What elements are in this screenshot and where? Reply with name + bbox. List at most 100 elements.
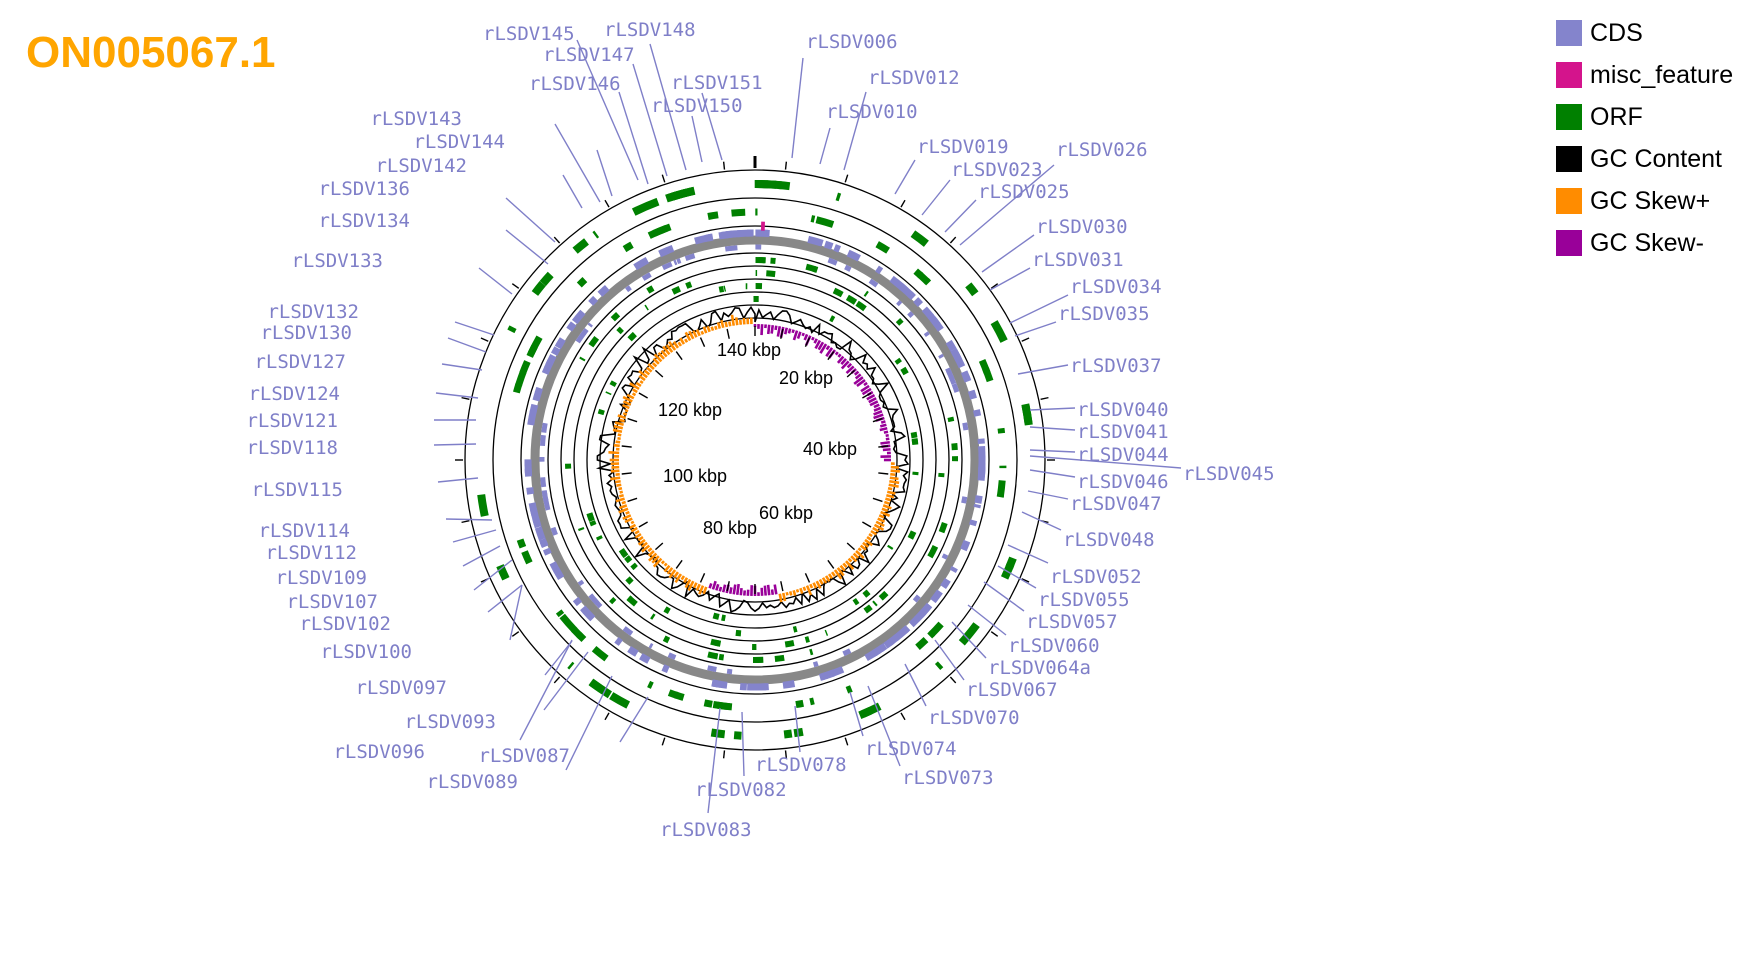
scale-tick [638,521,648,528]
cds-feature [893,626,910,642]
gene-label: rLSDV136 [318,178,410,200]
cds-feature [684,253,696,261]
gc-skew-plus-mark [862,541,870,548]
gc-skew-plus-mark [618,507,629,514]
gene-label: rLSDV064a [988,657,1091,679]
gc-skew-plus-mark [878,514,885,519]
label-leader-line [849,691,864,737]
gc-skew-plus-mark [880,510,891,517]
gc-skew-plus-mark [882,504,892,510]
track-ring [520,225,990,695]
cds-feature [967,389,977,400]
gc-skew-plus-mark [875,520,885,528]
orf-feature [875,241,890,254]
scale-tick [726,328,730,339]
cds-feature [871,649,878,657]
gc-skew-plus-mark [680,575,686,581]
scale-tick [780,581,784,592]
cds-feature [974,495,983,504]
gc-skew-minus-mark [814,339,822,350]
gene-label: rLSDV109 [275,567,367,589]
gene-label: rLSDV118 [246,437,338,459]
gc-skew-plus-mark [836,567,845,577]
gc-skew-plus-mark [629,523,637,530]
orf-feature [616,326,624,335]
gc-skew-plus-mark [622,412,628,416]
legend-label: misc_feature [1590,60,1734,89]
cds-feature [602,284,610,293]
gc-skew-minus-mark [803,333,809,341]
gc-skew-minus-mark [776,326,782,337]
orf-feature [597,408,605,416]
gc-skew-minus-mark [860,384,870,393]
cds-feature [914,298,923,307]
outer-tick [461,396,470,400]
cds-feature [577,579,585,587]
cds-feature [541,422,548,433]
orf-feature [631,197,660,216]
orf-feature [829,315,836,323]
orf-feature [835,192,842,202]
gc-skew-minus-mark [783,327,789,335]
gc-skew-plus-mark [615,479,621,484]
label-leader-line [904,663,927,707]
gc-skew-plus-mark [688,330,695,340]
label-leader-line [649,43,687,171]
cds-feature [960,370,971,382]
gc-skew-minus-mark [846,362,853,369]
gc-skew-plus-mark [706,325,711,333]
scale-tick [878,445,889,448]
gene-label: rLSDV089 [426,771,518,793]
gc-skew-plus-mark [785,591,789,596]
outer-tick [900,199,906,208]
orf-feature [927,621,944,639]
gc-skew-plus-mark [692,582,698,589]
gc-skew-plus-mark [616,483,622,487]
scale-tick [827,351,835,361]
cds-feature [667,652,677,660]
label-leader-line [989,267,1031,291]
orf-feature [496,564,510,581]
cds-feature [580,606,593,619]
orf-feature [784,639,795,648]
gc-skew-plus-mark [634,529,640,535]
gene-label: rLSDV100 [320,641,412,663]
cds-feature [949,566,958,574]
gc-skew-plus-mark [886,493,895,499]
gc-skew-plus-mark [866,535,872,541]
cds-feature [524,462,533,477]
gc-skew-plus-mark [621,403,630,410]
gc-skew-minus-mark [834,351,839,356]
gene-label: rLSDV023 [951,159,1043,181]
orf-feature [872,600,878,607]
label-leader-line [487,584,523,613]
legend-swatch [1556,146,1582,172]
orf-feature [845,294,858,305]
gc-skew-minus-mark [840,358,847,365]
gc-skew-plus-mark [889,476,899,481]
orf-feature [710,638,721,647]
label-leader-line [997,565,1037,589]
outer-tick [1021,578,1030,583]
gene-label: rLSDV037 [1070,355,1162,377]
orf-feature [576,631,587,643]
orf-feature [526,344,538,358]
orf-feature [910,431,918,439]
gc-skew-plus-mark [873,523,885,531]
gc-skew-plus-mark [845,560,855,571]
gene-label: rLSDV132 [267,301,359,323]
orf-feature [810,215,816,223]
gene-labels: rLSDV006rLSDV010rLSDV012rLSDV019rLSDV023… [246,19,1274,841]
gene-label: rLSDV114 [258,520,350,542]
cds-feature [951,383,960,393]
gc-skew-plus-mark [647,547,653,553]
orf-feature [652,224,668,237]
orf-feature [774,654,785,662]
gc-skew-minus-mark [856,379,866,387]
outer-tick [511,283,520,289]
outer-tick [604,199,610,208]
kbp-label: 20 kbp [779,368,833,388]
label-leaders [433,39,1182,814]
orf-feature [670,188,688,201]
orf-feature [609,692,631,709]
